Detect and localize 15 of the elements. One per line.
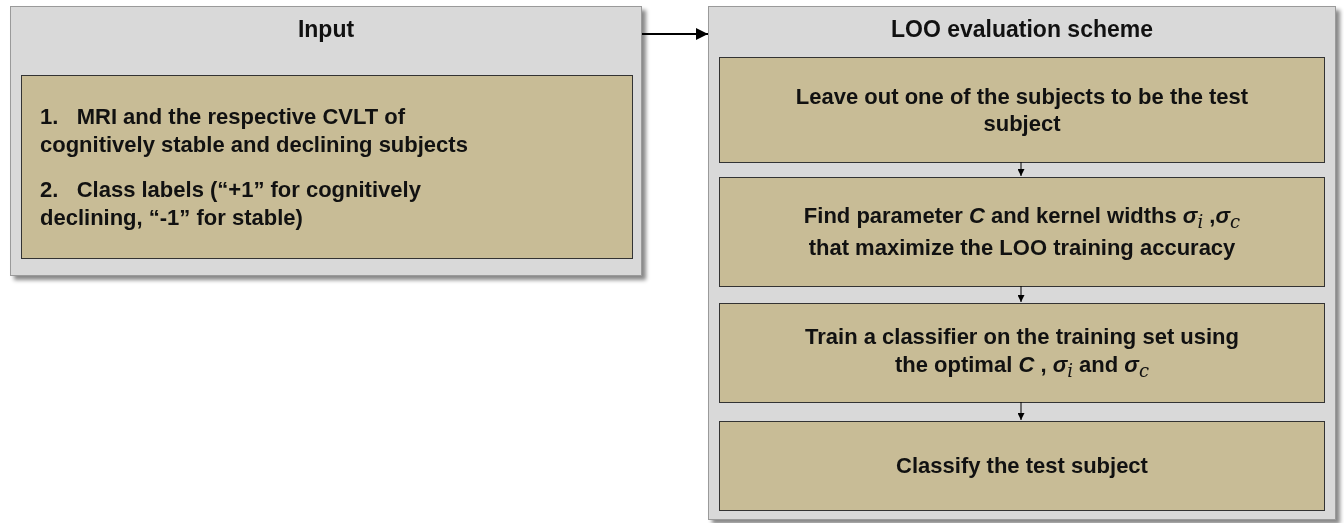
panel-title: LOO evaluation scheme — [890, 15, 1154, 44]
group-panel — [10, 6, 642, 276]
group-panel — [708, 6, 1336, 520]
arrow — [1017, 285, 1025, 303]
panel-title: Input — [296, 15, 356, 44]
arrow — [1017, 161, 1025, 177]
list-item: 2. Class labels (“+1” for cognitively declining, “-1” for stable) — [40, 176, 422, 231]
process-box: Classify the test subject — [719, 421, 1325, 511]
process-box: Find parameter C and kernel widths σ$_{i}$ ,σ$_{c}$ that maximize the LOO training accuracy — [719, 177, 1325, 287]
process-box: Leave out one of the subjects to be the test subject — [719, 57, 1325, 163]
process-box — [21, 75, 633, 259]
arrow — [1017, 401, 1025, 421]
process-box: Train a classifier on the training set using the optimal C , σ$_{i}$ and σ$_{c}$ — [719, 303, 1325, 403]
list-item: 1. MRI and the respective CVLT of cognitively stable and declining subjects — [40, 103, 469, 158]
arrow — [641, 28, 709, 40]
